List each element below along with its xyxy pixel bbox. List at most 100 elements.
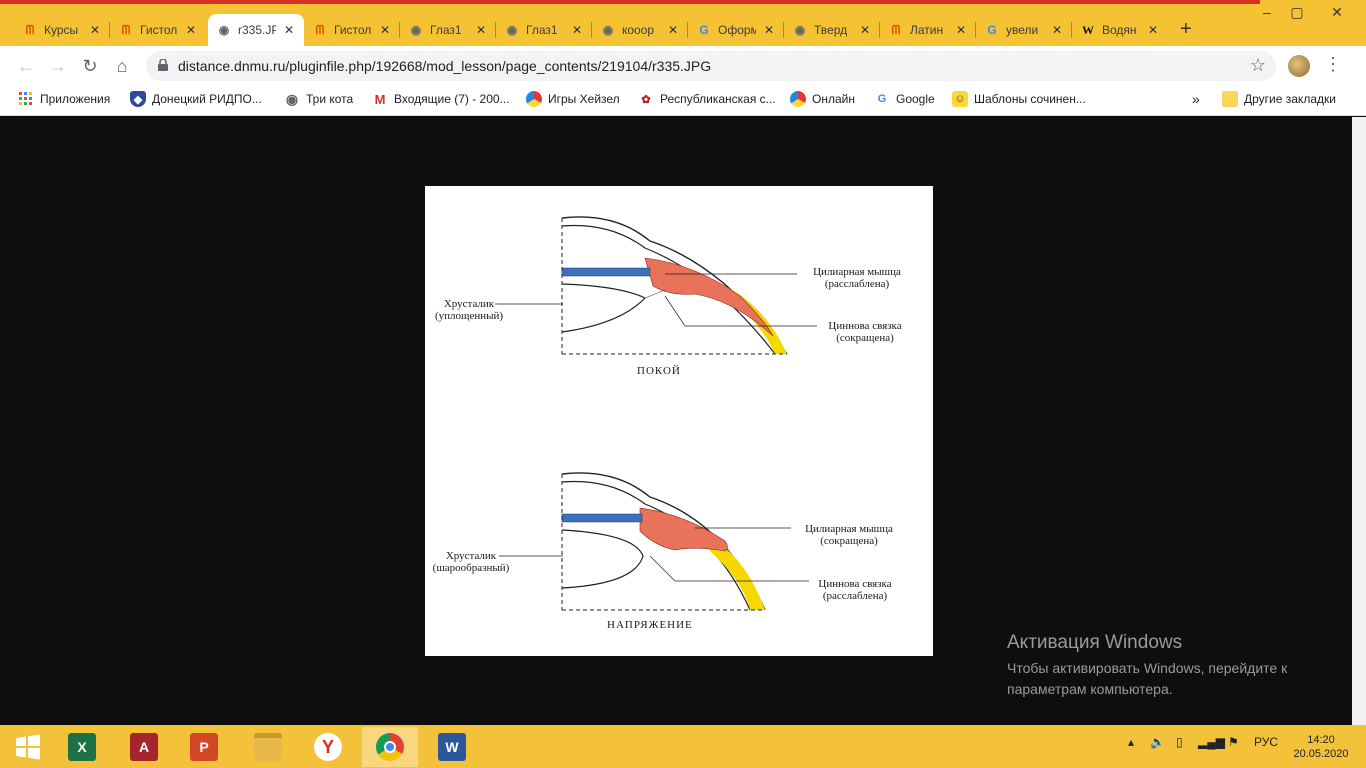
- tab-6[interactable]: ◉ Глаз1 ✕: [496, 14, 592, 46]
- diagram-tension: [499, 472, 809, 611]
- close-icon[interactable]: ✕: [380, 23, 391, 37]
- moodle-hat-icon: ᗰ: [121, 22, 131, 37]
- tab-title: r335.JPG: [238, 23, 276, 37]
- tab-5[interactable]: ◉ Глаз1 ✕: [400, 14, 496, 46]
- excel-taskbar-button[interactable]: X: [54, 727, 110, 767]
- tab-separator: [687, 22, 688, 38]
- network-signal-icon[interactable]: ▂▄▆: [1198, 735, 1225, 749]
- volume-icon[interactable]: 🔈: [1150, 735, 1165, 749]
- bookmark-star-icon[interactable]: ☆: [1249, 55, 1266, 75]
- word-taskbar-button[interactable]: W: [424, 727, 480, 767]
- close-icon[interactable]: ✕: [1052, 23, 1063, 37]
- home-icon[interactable]: ⌂: [116, 56, 128, 76]
- minimize-icon[interactable]: –: [1263, 4, 1271, 20]
- powerpoint-taskbar-button[interactable]: P: [176, 727, 232, 767]
- bookmark-republican[interactable]: ✿ Республиканская с...: [638, 91, 775, 107]
- bookmark-google[interactable]: G Google: [874, 91, 935, 107]
- powerpoint-icon: P: [190, 733, 218, 761]
- restore-icon[interactable]: ▢: [1290, 4, 1304, 20]
- close-icon[interactable]: ✕: [764, 23, 775, 37]
- tab-11[interactable]: G увели ✕: [976, 14, 1072, 46]
- reload-icon[interactable]: ↻: [82, 56, 98, 76]
- word-icon: W: [438, 733, 466, 761]
- close-icon[interactable]: ✕: [668, 23, 679, 37]
- close-icon[interactable]: ✕: [186, 23, 197, 37]
- bookmark-templates[interactable]: ☺ Шаблоны сочинен...: [952, 91, 1086, 107]
- language-indicator[interactable]: РУС: [1254, 735, 1279, 749]
- browser-toolbar: ← → ↻ ⌂ distance.dnmu.ru/pluginfile.php/…: [0, 46, 1366, 86]
- activation-line-1: Чтобы активировать Windows, перейдите к: [1007, 660, 1288, 676]
- close-icon[interactable]: ✕: [284, 23, 295, 37]
- zonule-label-text: Циннова связка: [828, 320, 902, 332]
- menu-kebab-icon[interactable]: ⋮: [1324, 54, 1342, 74]
- tab-8[interactable]: G Оформ ✕: [688, 14, 784, 46]
- tab-7[interactable]: ◉ кооор ✕: [592, 14, 688, 46]
- close-icon[interactable]: ✕: [476, 23, 487, 37]
- close-icon[interactable]: ✕: [572, 23, 583, 37]
- access-taskbar-button[interactable]: A: [116, 727, 172, 767]
- file-explorer-icon: [254, 733, 282, 761]
- file-explorer-taskbar-button[interactable]: [240, 727, 296, 767]
- back-arrow-icon[interactable]: ←: [17, 56, 35, 76]
- close-icon[interactable]: ✕: [1148, 23, 1159, 37]
- chrome-icon: [376, 733, 404, 761]
- activation-title: Активация Windows: [1007, 632, 1183, 653]
- bookmark-apps[interactable]: Приложения: [18, 91, 110, 107]
- apps-grid-icon: [18, 91, 34, 107]
- new-tab-button[interactable]: +: [1180, 18, 1192, 40]
- bookmark-online[interactable]: Онлайн: [790, 91, 855, 107]
- chrome-taskbar-button[interactable]: [362, 727, 418, 767]
- folder-icon: [1222, 91, 1238, 107]
- system-clock[interactable]: 14:20 20.05.2020: [1286, 733, 1356, 761]
- muscle-state-text: (расслаблена): [824, 278, 890, 290]
- lens-label-tension: Хрусталик (шарообразный): [425, 550, 517, 574]
- excel-icon: X: [68, 733, 96, 761]
- bookmark-tri-kota[interactable]: ◉ Три кота: [284, 91, 353, 107]
- globe-icon: ◉: [506, 23, 518, 37]
- url-text[interactable]: distance.dnmu.ru/pluginfile.php/192668/m…: [178, 58, 712, 74]
- tab-4[interactable]: ᗰ Гистол ✕: [304, 14, 400, 46]
- start-button[interactable]: [0, 727, 56, 767]
- address-bar[interactable]: distance.dnmu.ru/pluginfile.php/192668/m…: [146, 51, 1276, 81]
- shield-icon: ◆: [130, 91, 146, 107]
- tab-1[interactable]: ᗰ Курсы ✕: [14, 14, 110, 46]
- tab-9[interactable]: ◉ Тверд ✕: [784, 14, 880, 46]
- profile-avatar[interactable]: [1288, 55, 1310, 77]
- lock-icon: [158, 59, 168, 71]
- eye-diagram: [495, 216, 817, 611]
- caption-rest: ПОКОЙ: [637, 365, 681, 377]
- tray-chevron-icon[interactable]: ▴: [1128, 735, 1135, 749]
- close-icon[interactable]: ✕: [860, 23, 871, 37]
- scrollbar[interactable]: [1352, 117, 1366, 725]
- google-icon: G: [877, 93, 887, 105]
- access-icon: A: [130, 733, 158, 761]
- tab-3-active[interactable]: ◉ r335.JPG ✕: [208, 14, 304, 46]
- forward-arrow-icon[interactable]: →: [49, 56, 67, 76]
- muscle-label-rest: Цилиарная мышца (расслаблена): [797, 266, 917, 290]
- close-icon[interactable]: ✕: [956, 23, 967, 37]
- globe-icon: ◉: [218, 23, 230, 37]
- muscle-label-text: Цилиарная мышца: [805, 523, 893, 535]
- other-bookmarks[interactable]: Другие закладки: [1222, 91, 1336, 107]
- zonule-state-text: (сокращена): [836, 332, 894, 344]
- close-icon[interactable]: ✕: [90, 23, 101, 37]
- close-window-icon[interactable]: ✕: [1331, 4, 1343, 20]
- clock-date: 20.05.2020: [1293, 748, 1349, 760]
- windows-logo-icon: [16, 734, 40, 760]
- moodle-hat-icon: ᗰ: [315, 22, 325, 37]
- diagram-rest: [495, 216, 817, 355]
- tab-12[interactable]: W Водян ✕: [1072, 14, 1168, 46]
- eye-accommodation-image: Хрусталик (уплощенный) Цилиарная мышца (…: [425, 186, 933, 656]
- bookmark-inbox[interactable]: M Входящие (7) - 200...: [372, 91, 510, 107]
- bookmark-hazel-games[interactable]: Игры Хейзел: [526, 91, 620, 107]
- yandex-browser-taskbar-button[interactable]: Y: [300, 727, 356, 767]
- bookmark-ridpo[interactable]: ◆ Донецкий РИДПО...: [130, 91, 262, 107]
- tab-10[interactable]: ᗰ Латин ✕: [880, 14, 976, 46]
- bookmarks-overflow-button[interactable]: »: [1192, 91, 1200, 107]
- battery-icon[interactable]: ▯: [1176, 735, 1183, 749]
- tab-separator: [591, 22, 592, 38]
- tab-2[interactable]: ᗰ Гистол ✕: [110, 14, 206, 46]
- notification-flag-icon[interactable]: ⚑: [1228, 735, 1239, 749]
- bookmark-label: Google: [896, 92, 935, 106]
